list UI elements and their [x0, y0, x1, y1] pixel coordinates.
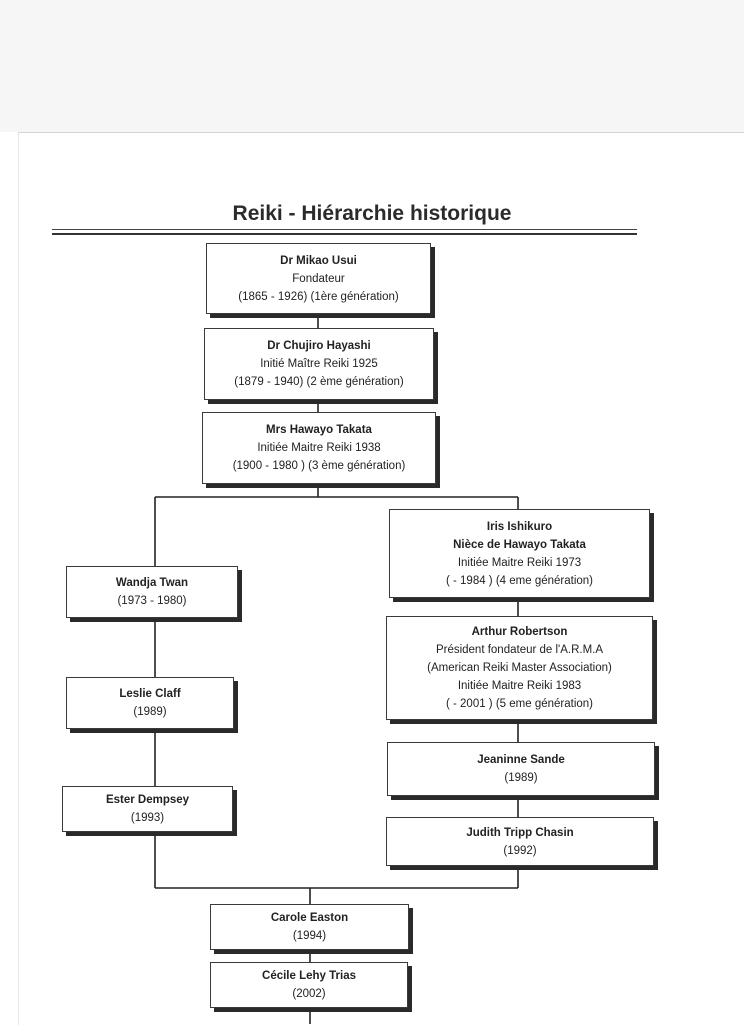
page-title: Reiki - Hiérarchie historique [232, 202, 512, 225]
title-underline [52, 229, 637, 235]
node-detail: (American Reiki Master Association) [427, 662, 612, 674]
node-detail: Nièce de Hawayo Takata [453, 538, 586, 551]
node-arthur-robertson: Arthur Robertson Président fondateur de … [386, 616, 653, 720]
node-detail: (1992) [503, 844, 537, 857]
node-chujiro-hayashi: Dr Chujiro Hayashi Initié Maître Reiki 1… [204, 328, 434, 400]
node-detail: (1993) [130, 812, 165, 824]
node-judith-tripp-chasin: Judith Tripp Chasin (1992) [386, 817, 654, 866]
node-detail: ( - 1984 ) (4 eme génération) [445, 574, 594, 587]
node-detail: Fondateur [292, 272, 345, 285]
node-detail: Initiée Maitre Reiki 1983 [457, 680, 582, 692]
node-detail: ( - 2001 ) (5 eme génération) [445, 698, 594, 710]
node-detail: (1994) [292, 930, 327, 942]
node-hawayo-takata: Mrs Hawayo Takata Initiée Maitre Reiki 1… [202, 412, 436, 484]
node-jeaninne-sande: Jeaninne Sande (1989) [387, 742, 655, 796]
node-name: Carole Easton [270, 912, 349, 924]
node-mikao-usui: Dr Mikao Usui Fondateur (1865 - 1926) (1… [206, 243, 431, 314]
node-carole-easton: Carole Easton (1994) [210, 904, 409, 950]
node-iris-ishikuro: Iris Ishikuro Nièce de Hawayo Takata Ini… [389, 509, 650, 598]
node-detail: Initié Maître Reiki 1925 [260, 358, 378, 370]
node-detail: (2002) [292, 988, 326, 1000]
node-detail: (1989) [504, 772, 538, 784]
node-leslie-claff: Leslie Claff (1989) [66, 677, 234, 729]
node-detail: Initiée Maitre Reiki 1938 [257, 442, 381, 454]
node-detail: Initiée Maitre Reiki 1973 [457, 556, 582, 569]
node-cecile-lehy-trias: Cécile Lehy Trias (2002) [210, 962, 408, 1008]
node-name: Dr Chujiro Hayashi [267, 340, 371, 352]
node-name: Ester Dempsey [105, 794, 190, 806]
node-detail: Président fondateur de l'A.R.M.A [435, 644, 604, 656]
node-name: Iris Ishikuro [486, 520, 553, 533]
node-name: Judith Tripp Chasin [466, 826, 574, 839]
node-name: Cécile Lehy Trias [262, 970, 356, 982]
node-name: Arthur Robertson [471, 626, 568, 638]
node-ester-dempsey: Ester Dempsey (1993) [62, 786, 233, 832]
node-name: Mrs Hawayo Takata [266, 424, 372, 436]
node-name: Jeaninne Sande [477, 754, 565, 766]
node-name: Dr Mikao Usui [280, 254, 357, 267]
node-name: Wandja Twan [115, 577, 189, 589]
node-detail: (1900 - 1980 ) (3 ème génération) [232, 460, 406, 472]
node-detail: (1865 - 1926) (1ère génération) [238, 290, 399, 303]
node-detail: (1879 - 1940) (2 ème génération) [234, 376, 404, 388]
node-detail: (1973 - 1980) [117, 595, 187, 607]
node-wandja-twan: Wandja Twan (1973 - 1980) [66, 566, 238, 618]
node-detail: (1989) [133, 706, 167, 718]
node-name: Leslie Claff [119, 688, 181, 700]
scan-top-margin [0, 0, 744, 132]
